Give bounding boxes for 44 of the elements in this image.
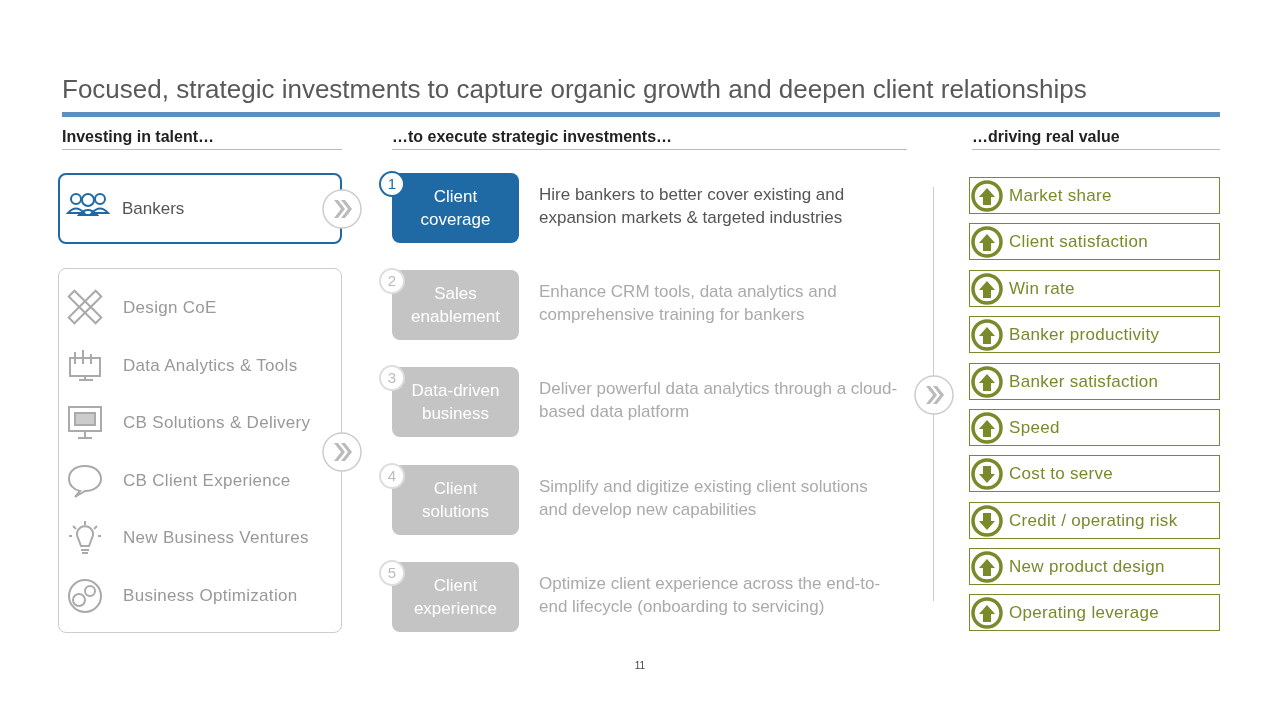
outcome-label: Speed <box>1009 418 1060 438</box>
slide-title: Focused, strategic investments to capture organic growth and deepen client relationships <box>62 74 1087 105</box>
step-number: 1 <box>379 171 405 197</box>
outcome-label: Client satisfaction <box>1009 232 1148 252</box>
column-heading: …driving real value <box>972 128 1121 146</box>
card-label: Bankers <box>122 199 185 219</box>
outcome-label: Cost to serve <box>1009 464 1114 484</box>
outcome-box <box>969 502 1220 539</box>
step-number: 5 <box>379 560 405 586</box>
outcome-box <box>969 548 1220 585</box>
outcome-box <box>969 594 1220 631</box>
outcome-label: Banker productivity <box>1009 325 1160 345</box>
group-panel <box>58 268 342 633</box>
outcome-box <box>969 177 1220 214</box>
step-description: Enhance CRM tools, data analytics and comprehensive training for bankers <box>539 281 838 326</box>
column-heading: …to execute strategic investments… <box>392 128 674 146</box>
item-label: Data Analytics & Tools <box>123 355 298 376</box>
outcome-label: Credit / operating risk <box>1009 511 1178 531</box>
step-number: 4 <box>379 463 405 489</box>
talent-card <box>58 173 342 244</box>
item-label: CB Solutions & Delivery <box>123 413 311 433</box>
outcome-label: Banker satisfaction <box>1009 372 1159 392</box>
item-label: Design CoE <box>123 298 217 318</box>
item-label: New Business Ventures <box>123 528 309 548</box>
item-label: Business Optimization <box>123 585 298 606</box>
outcome-label: Operating leverage <box>1009 603 1159 623</box>
outcome-box <box>969 455 1220 492</box>
outcome-box <box>969 316 1220 353</box>
column-heading: Investing in talent… <box>62 128 215 146</box>
step-description: Optimize client experience across the end-to-end lifecycle (onboarding to servicing) <box>539 573 882 618</box>
outcome-box <box>969 270 1220 307</box>
outcome-label: New product design <box>1009 557 1165 577</box>
outcome-box <box>969 363 1220 400</box>
outcome-label: Win rate <box>1009 279 1075 299</box>
step-number: 2 <box>379 268 405 294</box>
outcome-box <box>969 409 1220 446</box>
page-number: 11 <box>633 660 647 671</box>
step-description: Simplify and digitize existing client solutions and develop new capabilities <box>539 476 869 521</box>
step-description: Deliver powerful data analytics through a cloud-based data platform <box>539 378 899 423</box>
step-number: 3 <box>379 365 405 391</box>
outcome-label: Market share <box>1009 186 1112 206</box>
step-description: Hire bankers to better cover existing and expansion markets & targeted industries <box>539 184 846 229</box>
outcome-box <box>969 223 1220 260</box>
item-label: CB Client Experience <box>123 470 291 491</box>
